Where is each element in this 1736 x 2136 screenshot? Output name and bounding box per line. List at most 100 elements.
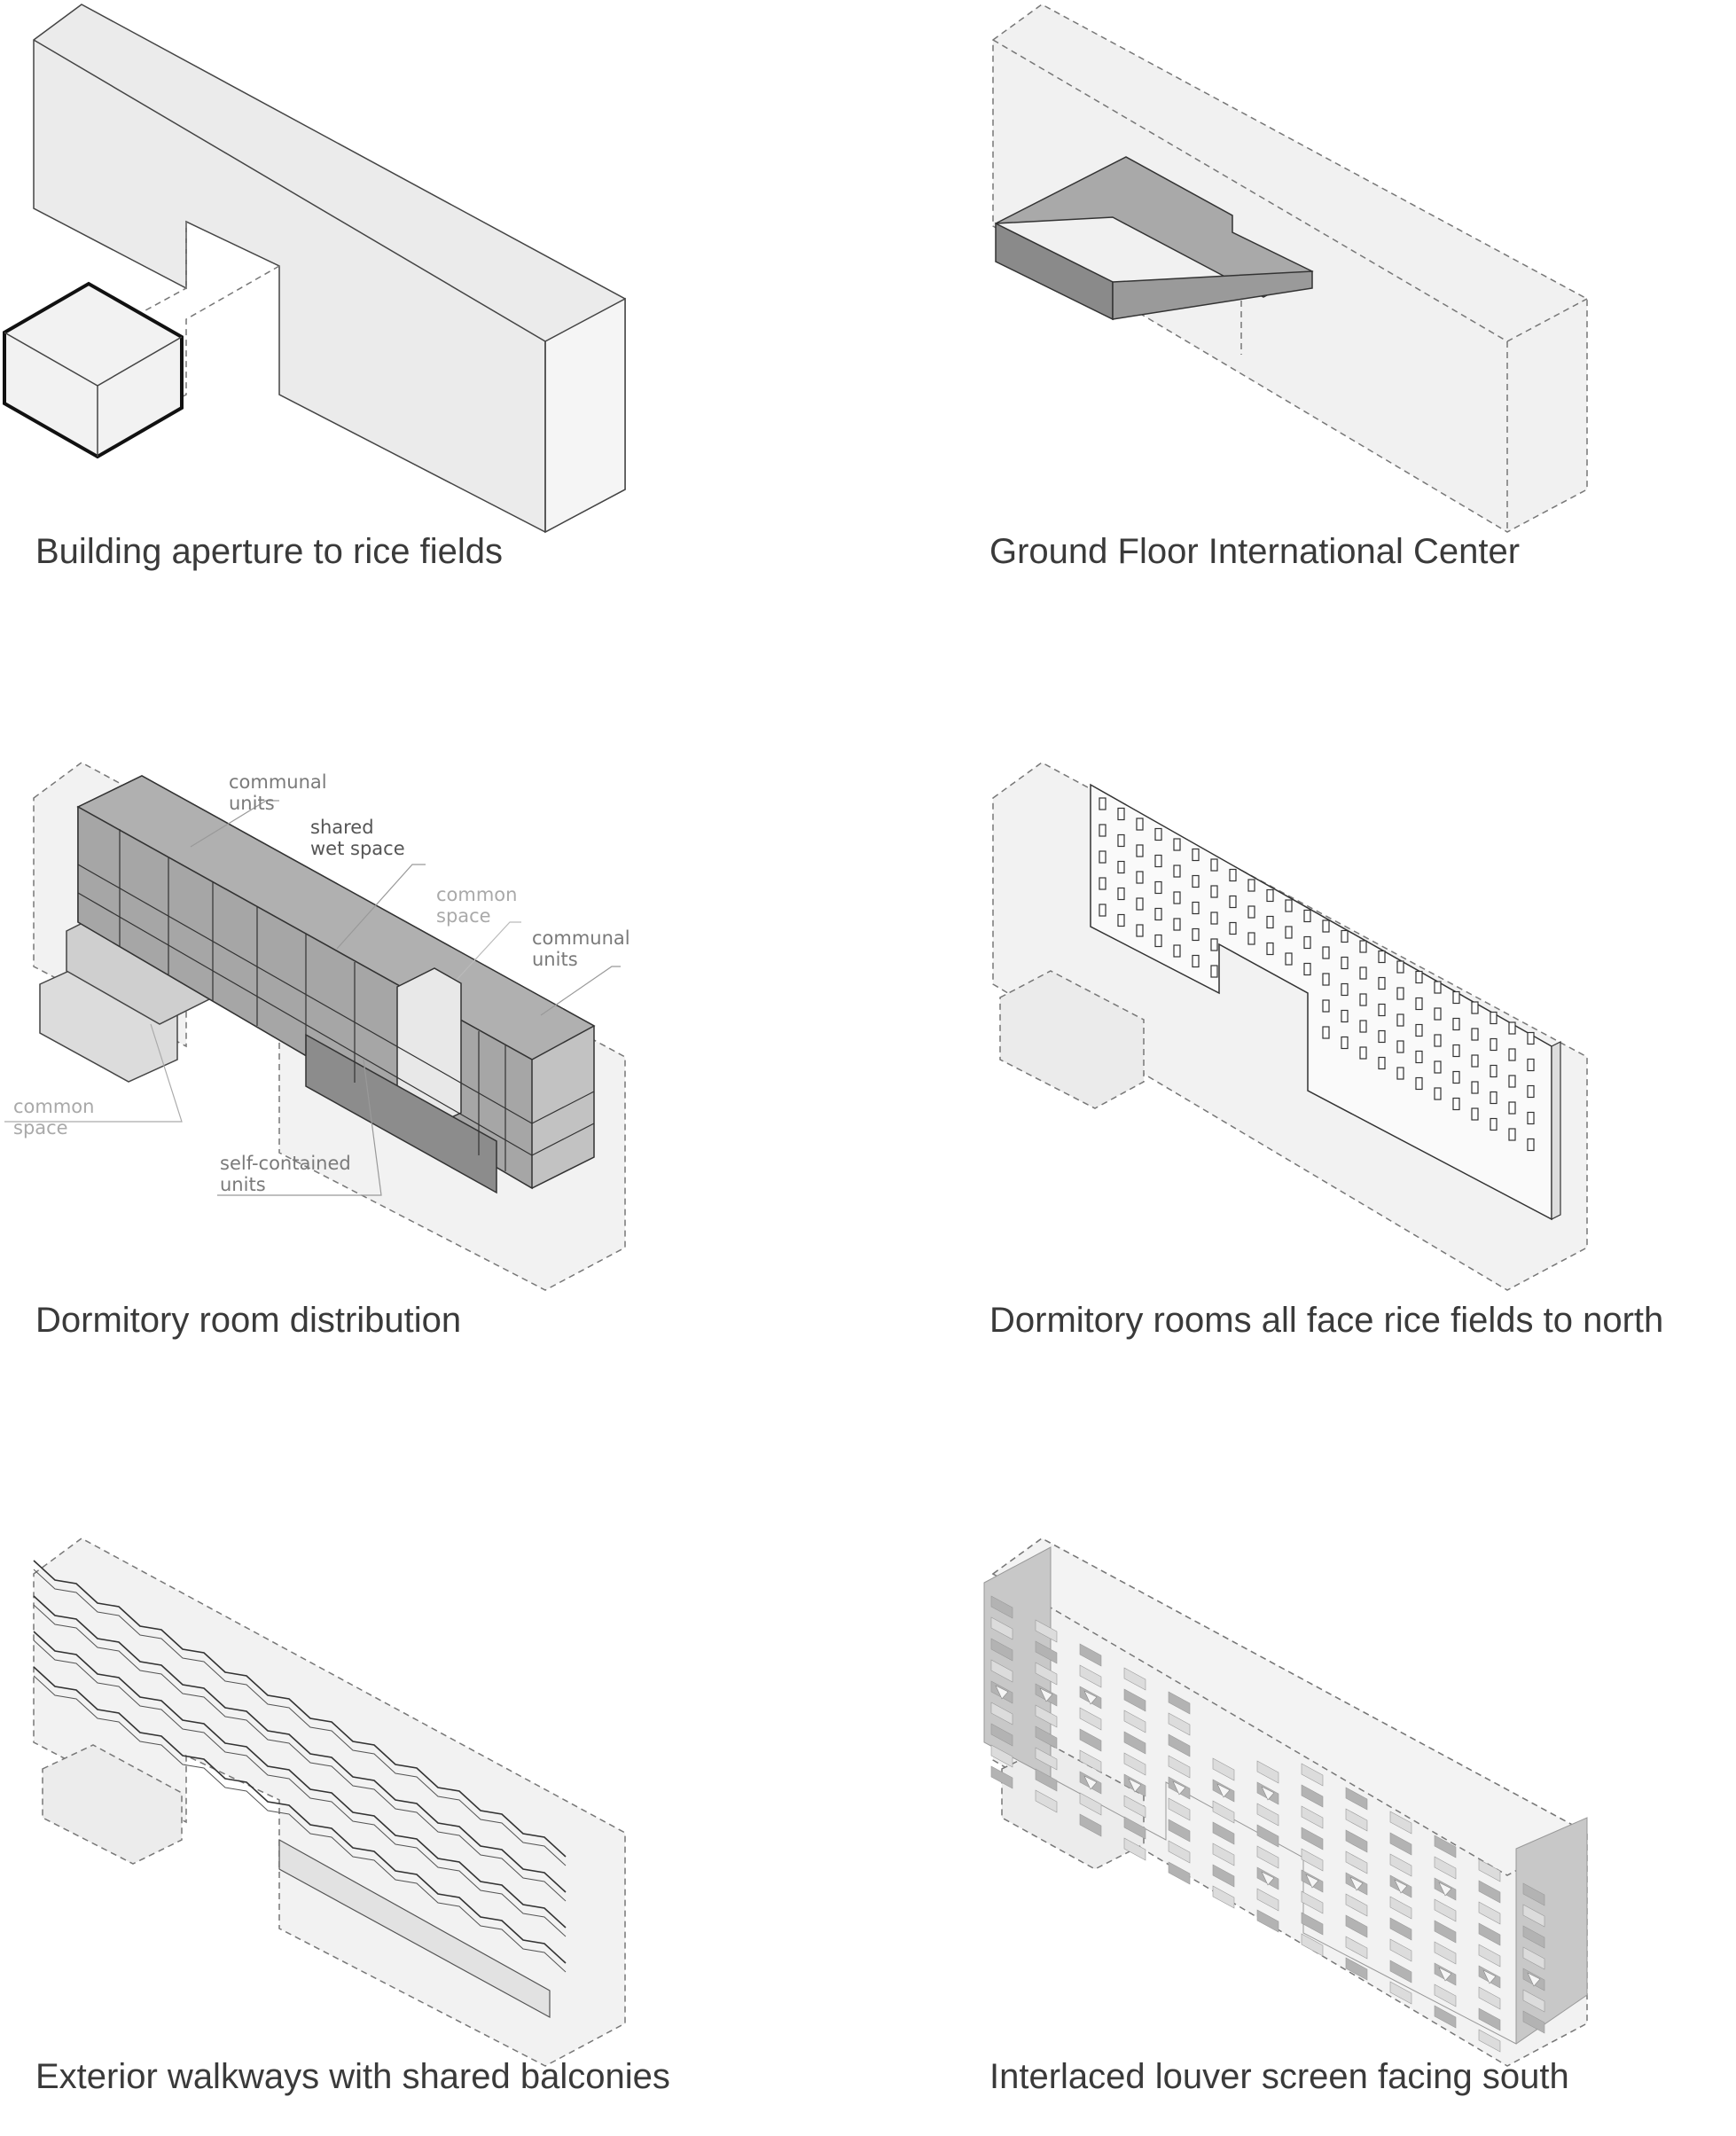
louver-panel (1522, 1925, 1545, 1949)
window (1378, 1029, 1386, 1044)
window (1508, 1048, 1516, 1061)
louver-screen-diagram (983, 1537, 1589, 2067)
room-distribution-diagram: communal units shared wet space common s… (4, 762, 630, 1291)
louver-panel (1168, 1819, 1191, 1843)
louver-panel (1301, 1912, 1324, 1936)
louver-pattern (990, 1595, 1545, 2053)
louver-panel (1212, 1885, 1235, 1909)
window (1341, 1036, 1349, 1050)
louver-panel (1345, 1850, 1368, 1874)
window (1490, 1117, 1497, 1131)
window (1154, 854, 1162, 868)
window (1359, 1020, 1367, 1033)
window (1322, 999, 1330, 1013)
label-communal-units-2a: communal (532, 927, 630, 949)
louver-panel (1035, 1789, 1058, 1813)
window (1303, 962, 1311, 976)
louver-panel (1434, 1983, 1457, 2007)
window (1341, 1009, 1349, 1023)
window (1117, 887, 1125, 901)
window (1322, 1026, 1330, 1039)
louver-panel (990, 1765, 1013, 1789)
window (1415, 1023, 1423, 1037)
louver-panel (1256, 1824, 1279, 1848)
window (1303, 935, 1311, 950)
window (1452, 1097, 1460, 1111)
window (1378, 1003, 1386, 1017)
louver-panel (1168, 1840, 1191, 1864)
louver-panel (1079, 1749, 1102, 1773)
label-common-space-1a: common (436, 884, 517, 905)
aperture-cube (3, 281, 184, 459)
window (1136, 924, 1144, 937)
window (1173, 918, 1181, 931)
label-communal-units-2b: units (532, 949, 578, 970)
louver-panel (1123, 1837, 1146, 1861)
window (1303, 909, 1311, 923)
window-grid (1099, 797, 1535, 1152)
label-communal-units-1b: units (229, 793, 275, 814)
window (1154, 880, 1162, 895)
label-self-contained-b: units (220, 1174, 266, 1195)
window (1173, 944, 1181, 958)
panel-building-aperture: Building aperture to rice fields (0, 0, 869, 621)
louver-opening (1394, 1879, 1408, 1894)
panel-rooms-face-north: Dormitory rooms all face rice fields to … (966, 758, 1736, 1379)
window (1266, 942, 1274, 956)
window (1136, 844, 1144, 857)
window (1322, 973, 1330, 986)
window (1192, 874, 1200, 888)
louver-panel (1434, 1920, 1457, 1944)
window (1471, 1054, 1479, 1068)
walkway-underside (33, 1675, 567, 1973)
international-center-top (995, 156, 1314, 298)
louver-panel (1478, 1858, 1501, 1882)
louver-panel (1256, 1803, 1279, 1827)
louver-panel (1035, 1747, 1058, 1771)
louver-panel (990, 1723, 1013, 1747)
window (1099, 877, 1107, 890)
louver-panel (1522, 1989, 1545, 2013)
walkway-edge (33, 1595, 567, 1893)
window (1285, 899, 1293, 912)
walkway-underside (33, 1604, 567, 1902)
louver-panel (1345, 1936, 1368, 1960)
louver-opening (1349, 1876, 1364, 1891)
window (1247, 932, 1255, 945)
walkway-edge (33, 1560, 567, 1858)
window (1415, 1050, 1423, 1064)
louver-panel (1256, 1845, 1279, 1869)
caption-building-aperture: Building aperture to rice fields (35, 532, 503, 571)
window (1266, 888, 1274, 903)
window (1527, 1111, 1535, 1125)
walkways-diagram (33, 1537, 626, 2067)
label-common-space-2b: space (13, 1117, 68, 1138)
window (1396, 1013, 1404, 1027)
window (1396, 987, 1404, 1000)
louver-panel (990, 1702, 1013, 1725)
window (1341, 956, 1349, 970)
window (1247, 879, 1255, 892)
window (1117, 833, 1125, 848)
louver-panel (1478, 1880, 1501, 1904)
louver-panel (1389, 1981, 1412, 2005)
window (1434, 1060, 1442, 1074)
window (1452, 990, 1460, 1005)
window (1136, 818, 1144, 831)
window (1117, 807, 1125, 821)
louver-panel (1478, 1922, 1501, 1946)
louver-panel (1168, 1797, 1191, 1821)
window (1434, 1087, 1442, 1100)
window (1341, 982, 1349, 997)
louver-panel (1123, 1731, 1146, 1755)
panel-ground-floor: Ground Floor International Center (966, 0, 1736, 621)
louver-panel (990, 1659, 1013, 1683)
window (1192, 901, 1200, 915)
louver-opening (995, 1685, 1009, 1700)
louver-panel (1478, 1901, 1501, 1925)
louver-panel (1434, 2005, 1457, 2029)
louver-panel (1123, 1816, 1146, 1840)
louver-panel (1212, 1800, 1235, 1824)
louver-panel (1256, 1760, 1279, 1784)
louver-opening (1527, 1972, 1541, 1987)
